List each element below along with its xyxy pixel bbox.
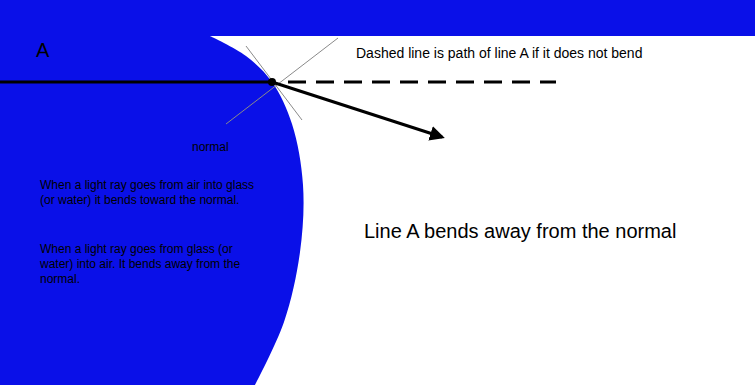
note-text: Dashed line is path of line A if it does… [356,45,642,63]
unbent-path [288,81,556,84]
rule-text: When a light ray goes from air into glas… [40,178,255,208]
incidence-point [268,78,276,86]
ray-name: A [36,38,49,63]
normal-label: normal [192,140,229,155]
incident-ray [0,81,272,84]
rule-text: When a light ray goes from glass (or wat… [40,242,255,287]
result-text: Line A bends away from the normal [364,219,676,244]
refracted-ray [272,82,442,137]
